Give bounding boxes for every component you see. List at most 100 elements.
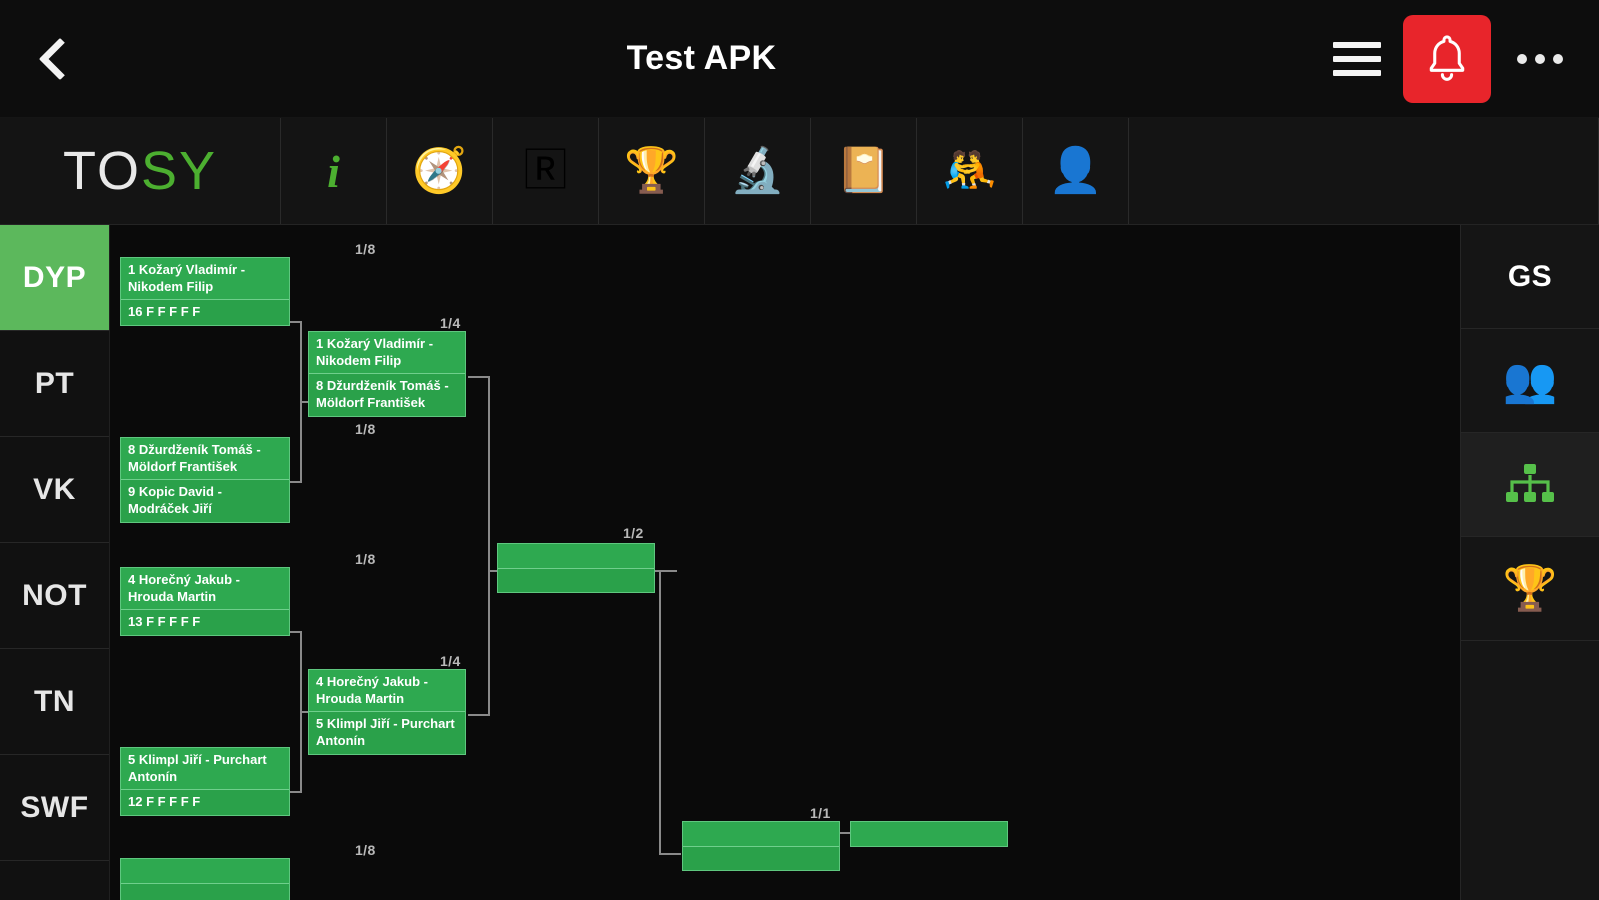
round-label-final: 1/1: [810, 805, 831, 821]
sidebar-item-not[interactable]: NOT: [0, 543, 109, 649]
trophy-icon: 🏆: [624, 146, 679, 195]
match-team-bottom: 9 Kopic David - Modráček Jiří: [121, 479, 289, 522]
round-label-quarter: 1/4: [440, 315, 461, 331]
round-label-semi: 1/2: [623, 525, 644, 541]
match-node-e4[interactable]: 5 Klimpl Jiří - Purchart Antonín 12 F F …: [120, 747, 290, 816]
match-node-winner[interactable]: [850, 821, 1008, 847]
connector-line: [468, 376, 490, 378]
nav-tab-trophy[interactable]: 🏆: [599, 118, 705, 224]
sidebar-item-dyp[interactable]: DYP: [0, 225, 109, 331]
nav-tab-schedule[interactable]: 🧭: [387, 118, 493, 224]
match-node-q1[interactable]: 1 Kožarý Vladimír - Nikodem Filip 8 Džur…: [308, 331, 466, 417]
nav-tab-scouting[interactable]: 🔬: [705, 118, 811, 224]
back-button[interactable]: [0, 0, 110, 118]
match-team-top: [498, 544, 654, 568]
round-label-quarter: 1/4: [440, 653, 461, 669]
nav-tab-ranking[interactable]: 🅁️: [493, 118, 599, 224]
view-mode-sidebar: GS 👥 🏆: [1460, 225, 1599, 900]
match-team-top: 5 Klimpl Jiří - Purchart Antonín: [121, 748, 289, 790]
connector-line: [468, 714, 490, 716]
hamburger-line: [1333, 41, 1381, 48]
match-team-bottom: 5 Klimpl Jiří - Purchart Antonín: [309, 711, 465, 754]
sidebar-item-swf[interactable]: SWF: [0, 755, 109, 861]
round-label-eighth: 1/8: [355, 421, 376, 437]
connector-line: [280, 321, 302, 323]
bell-icon: [1429, 34, 1465, 81]
hamburger-line: [1333, 55, 1381, 62]
hamburger-icon[interactable]: [1333, 39, 1381, 79]
clock-icon: 🧭: [412, 146, 467, 195]
winner-name: [851, 822, 1007, 846]
match-node-s1[interactable]: [497, 543, 655, 593]
connector-line: [659, 853, 681, 855]
sidebar-item-vk[interactable]: VK: [0, 437, 109, 543]
sidebar-item-group-stage[interactable]: GS: [1461, 225, 1599, 329]
connector-line: [659, 570, 661, 855]
bracket-tree-icon: [1506, 463, 1554, 502]
nav-tab-ledger[interactable]: 📔: [811, 118, 917, 224]
round-label-eighth: 1/8: [355, 842, 376, 858]
match-node-q2[interactable]: 4 Horečný Jakub - Hrouda Martin 5 Klimpl…: [308, 669, 466, 755]
round-label-eighth: 1/8: [355, 551, 376, 567]
person-icon: 👤: [1048, 146, 1103, 195]
match-node-f1[interactable]: [682, 821, 840, 871]
bracket-canvas[interactable]: 1/8 1 Kožarý Vladimír - Nikodem Filip 16…: [110, 225, 1460, 900]
ranking-r-icon: 🅁️: [523, 146, 568, 195]
sidebar-item-label: NOT: [22, 578, 87, 612]
match-team-top: 1 Kožarý Vladimír - Nikodem Filip: [309, 332, 465, 374]
match-team-bottom: [121, 883, 289, 900]
magnifier-icon: 🔬: [730, 146, 785, 195]
versus-people-icon: 🤼: [942, 146, 997, 195]
connector-line: [280, 481, 302, 483]
page-title: Test APK: [626, 39, 777, 77]
sidebar-item-pt[interactable]: PT: [0, 331, 109, 437]
notifications-button[interactable]: [1403, 14, 1491, 103]
match-team-bottom: [498, 568, 654, 592]
notebook-icon: 📔: [836, 146, 891, 195]
match-node-e1[interactable]: 1 Kožarý Vladimír - Nikodem Filip 16 F F…: [120, 257, 290, 326]
connector-line: [655, 570, 677, 572]
nav-empty-space: [1129, 118, 1599, 224]
module-icon-nav: TOSY i 🧭 🅁️ 🏆 🔬 📔 🤼 👤: [0, 118, 1599, 225]
match-team-top: 8 Džurdženík Tomáš - Möldorf František: [121, 438, 289, 480]
top-bar-actions: [1333, 14, 1599, 103]
top-app-bar: Test APK: [0, 0, 1599, 118]
discipline-sidebar: DYP PT VK NOT TN SWF: [0, 225, 110, 900]
sidebar-item-label: VK: [33, 472, 76, 506]
sidebar-item-bracket[interactable]: [1461, 433, 1599, 537]
sidebar-item-players[interactable]: 👥: [1461, 329, 1599, 433]
people-icon: 👥: [1502, 355, 1558, 405]
connector-line: [488, 570, 500, 572]
connector-line: [280, 791, 302, 793]
trophy-icon: 🏆: [1502, 563, 1558, 613]
match-node-e2[interactable]: 8 Džurdženík Tomáš - Möldorf František 9…: [120, 437, 290, 523]
match-team-top: 4 Horečný Jakub - Hrouda Martin: [309, 670, 465, 712]
nav-tab-info[interactable]: i: [281, 118, 387, 224]
match-team-bottom: 13 F F F F F: [121, 609, 289, 635]
logo-text-primary: TO: [62, 141, 141, 201]
nav-tab-versus[interactable]: 🤼: [917, 118, 1023, 224]
sidebar-item-label: SWF: [20, 790, 89, 824]
connector-line: [488, 376, 490, 716]
match-team-bottom: 8 Džurdženík Tomáš - Möldorf František: [309, 373, 465, 416]
match-node-e5[interactable]: [120, 858, 290, 900]
tosy-logo[interactable]: TOSY: [0, 118, 281, 224]
sidebar-item-label: DYP: [22, 260, 87, 294]
round-label-eighth: 1/8: [355, 241, 376, 257]
hamburger-line: [1333, 69, 1381, 76]
more-horizontal-icon[interactable]: [1513, 53, 1567, 64]
match-team-top: [121, 859, 289, 883]
match-node-e3[interactable]: 4 Horečný Jakub - Hrouda Martin 13 F F F…: [120, 567, 290, 636]
match-team-bottom: [683, 846, 839, 870]
match-team-bottom: 12 F F F F F: [121, 789, 289, 815]
match-team-bottom: 16 F F F F F: [121, 299, 289, 325]
info-icon: i: [327, 145, 340, 197]
sidebar-item-label: PT: [34, 366, 75, 400]
dot: [1535, 53, 1545, 64]
sidebar-item-results[interactable]: 🏆: [1461, 537, 1599, 641]
match-team-top: 4 Horečný Jakub - Hrouda Martin: [121, 568, 289, 610]
sidebar-item-tn[interactable]: TN: [0, 649, 109, 755]
nav-tab-player[interactable]: 👤: [1023, 118, 1129, 224]
connector-line: [280, 631, 302, 633]
